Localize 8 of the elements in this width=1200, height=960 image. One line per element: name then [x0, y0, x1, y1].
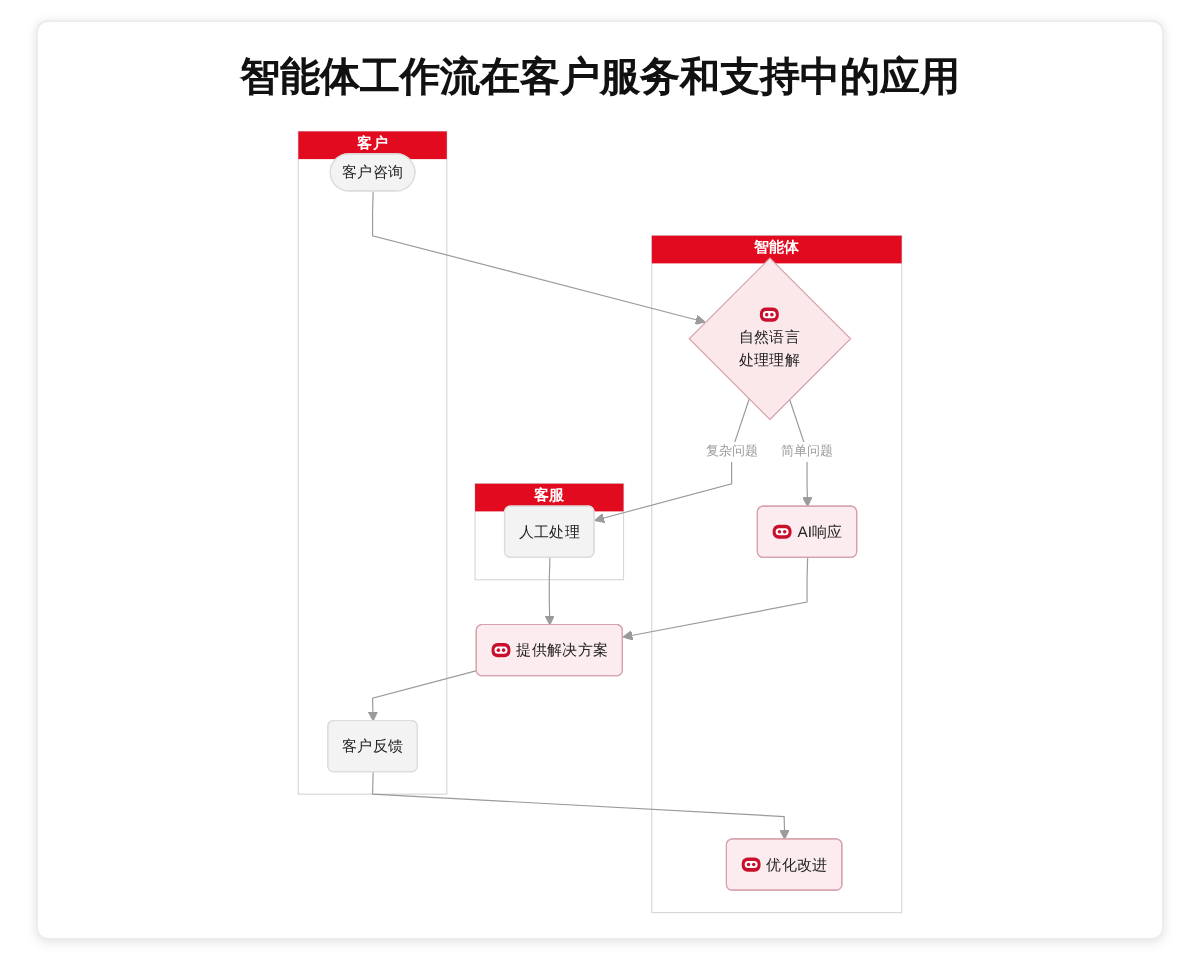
- arrow: [371, 190, 706, 325]
- arrow: [622, 557, 809, 641]
- arrow: [594, 398, 750, 524]
- node-diamond: [688, 257, 852, 421]
- arrow: [371, 771, 790, 840]
- diagram-title: 智能体工作流在客户服务和支持中的应用: [237, 53, 962, 104]
- arrow: [367, 669, 478, 722]
- arrow: [544, 557, 555, 626]
